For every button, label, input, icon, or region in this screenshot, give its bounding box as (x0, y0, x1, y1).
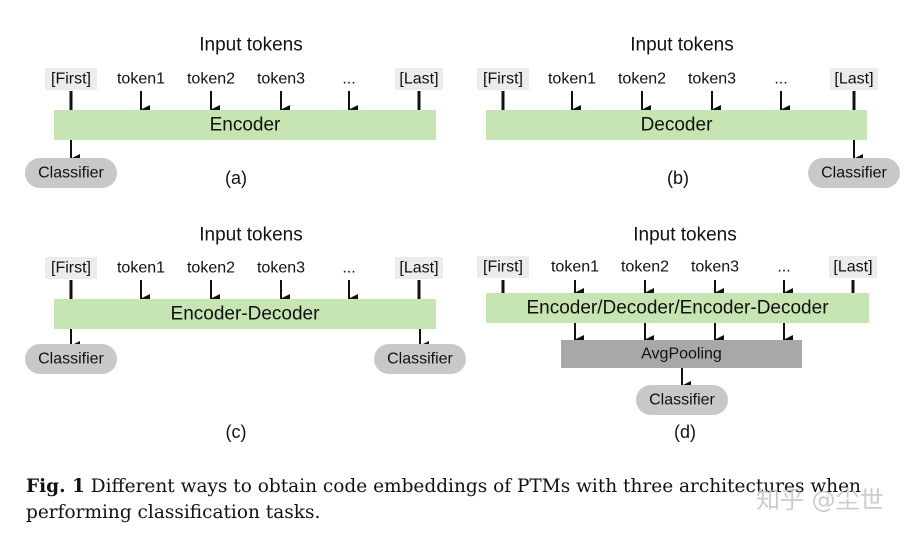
caption-text: Different ways to obtain code embeddings… (26, 476, 861, 523)
model-block-label: Encoder (210, 115, 281, 136)
classifier-label: Classifier (38, 351, 104, 368)
figure-diagram: Input tokens [First] token1 token2 token3...… (25, 35, 900, 442)
token-label: ... (777, 259, 790, 276)
special-token-bg (830, 68, 878, 90)
watermark: 知乎 @尘世 (756, 486, 884, 514)
input-tokens-title: Input tokens (630, 35, 734, 56)
token-label: token1 (117, 71, 165, 88)
classifier-label: Classifier (38, 165, 104, 182)
model-block (54, 110, 436, 140)
token-label: token2 (187, 260, 235, 277)
token-label: [First] (51, 260, 91, 277)
classifier-pill (25, 344, 117, 374)
avgpooling-label: AvgPooling (641, 346, 722, 363)
token-label: token2 (618, 71, 666, 88)
token-label: token1 (551, 259, 599, 276)
token-label: token3 (688, 71, 736, 88)
special-token-bg (477, 256, 529, 278)
token-label: token2 (621, 259, 669, 276)
classifier-pill (25, 158, 117, 188)
token-label: [First] (483, 71, 523, 88)
token-label: token2 (187, 71, 235, 88)
classifier-label: Classifier (821, 165, 887, 182)
special-token-bg (477, 68, 529, 90)
token-label: token3 (691, 259, 739, 276)
model-block-label: Encoder-Decoder (171, 304, 321, 325)
token-label: [First] (483, 259, 523, 276)
special-token-bg (395, 68, 443, 90)
token-label: token3 (257, 260, 305, 277)
token-label: [Last] (399, 260, 438, 277)
special-token-bg (829, 256, 877, 278)
model-block-label: Encoder/Decoder/Encoder-Decoder (526, 298, 829, 319)
input-tokens-title: Input tokens (633, 225, 737, 246)
special-token-bg (395, 257, 443, 279)
token-label: token3 (257, 71, 305, 88)
model-block (486, 110, 867, 140)
panel-label: (b) (667, 168, 689, 188)
classifier-pill (808, 158, 900, 188)
token-label: ... (342, 260, 355, 277)
classifier-label: Classifier (649, 392, 715, 409)
token-label: ... (774, 71, 787, 88)
token-label: token1 (117, 260, 165, 277)
token-label: [Last] (833, 259, 872, 276)
token-label: token1 (548, 71, 596, 88)
panel-label: (d) (674, 422, 696, 442)
input-tokens-title: Input tokens (199, 35, 303, 56)
token-label: [First] (51, 71, 91, 88)
classifier-pill (636, 385, 728, 415)
token-label: [Last] (399, 71, 438, 88)
figure-caption: Fig. 1 Different ways to obtain code emb… (26, 474, 906, 526)
token-label: [Last] (834, 71, 873, 88)
input-tokens-title: Input tokens (199, 225, 303, 246)
classifier-pill (374, 344, 466, 374)
special-token-bg (45, 257, 97, 279)
caption-figure-label: Fig. 1 (26, 476, 85, 497)
model-block (486, 293, 869, 323)
model-block (54, 299, 436, 329)
classifier-label: Classifier (387, 351, 453, 368)
model-block-label: Decoder (641, 115, 713, 136)
special-token-bg (45, 68, 97, 90)
avgpooling-block (561, 340, 802, 368)
panel-label: (c) (226, 422, 247, 442)
token-label: ... (342, 71, 355, 88)
panel-label: (a) (225, 168, 247, 188)
